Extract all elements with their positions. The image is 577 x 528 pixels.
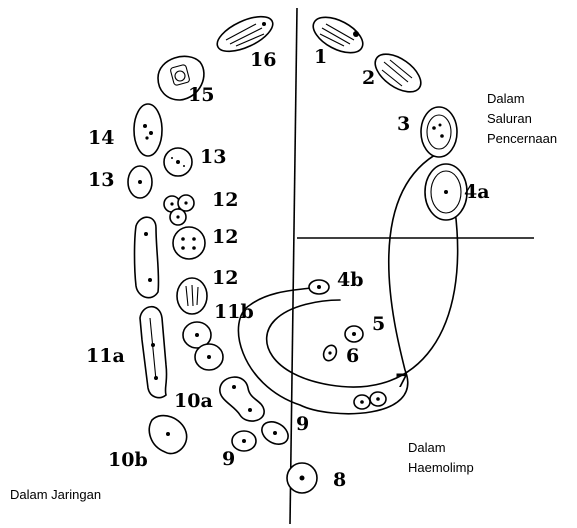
stage-4b-cell [309,280,329,294]
label-stage-11a: 11a [86,345,125,367]
label-stage-13-left: 13 [88,169,114,191]
stage-12-cell-lower [177,278,207,314]
label-stage-3: 3 [397,113,410,135]
label-stage-10b: 10b [108,449,148,471]
stage-5-cell [345,326,363,342]
stage-6-cell [321,343,339,363]
label-stage-4a: 4a [464,181,490,203]
stage-14-cell [134,104,162,156]
stage-11b-cell [183,322,223,370]
vertical-divider [290,8,297,524]
region-digestive-line3: Pencernaan [487,131,557,146]
label-stage-9-right: 9 [296,413,309,435]
stage-2-cell [369,47,428,100]
label-stage-13-right: 13 [200,146,226,168]
region-digestive-line2: Saluran [487,111,532,126]
stage-7-cell [354,392,386,409]
stage-elongated-cell [135,217,159,297]
label-stage-5: 5 [372,313,385,335]
stage-10b-cell [149,416,186,454]
label-stage-1: 1 [314,46,327,68]
label-stage-15: 15 [188,84,214,106]
stage-4a-cell [425,164,467,220]
region-haemolymph-line2: Haemolimp [408,460,474,475]
label-stage-2: 2 [362,67,375,89]
region-digestive-line1: Dalam [487,91,525,106]
migration-path-inner [267,210,458,387]
region-tissue: Dalam Jaringan [10,487,101,502]
label-stage-9-left: 9 [222,448,235,470]
stage-13-cell-right [164,148,192,176]
label-stage-12-upper: 12 [212,189,238,211]
stage-12-cell-upper [164,195,194,225]
label-stage-10a: 10a [174,390,213,412]
label-stage-12-middle: 12 [212,226,238,248]
stage-8-cell [287,463,317,493]
label-stage-16: 16 [250,49,276,71]
stage-12-cell-middle [173,227,205,259]
region-haemolymph-line1: Dalam [408,440,446,455]
label-stage-8: 8 [333,469,346,491]
label-stage-6: 6 [346,345,359,367]
label-stage-4b: 4b [337,269,364,291]
stage-11a-cell [140,307,167,398]
label-stage-12-lower: 12 [212,267,238,289]
label-stage-7: 7 [395,370,408,392]
label-stage-11b: 11b [214,301,254,323]
stage-3-cell [421,107,457,157]
stage-13-cell-left [128,166,152,198]
stage-9-cells [232,417,292,451]
stage-10a-cell [220,377,264,421]
label-stage-14: 14 [88,127,114,149]
